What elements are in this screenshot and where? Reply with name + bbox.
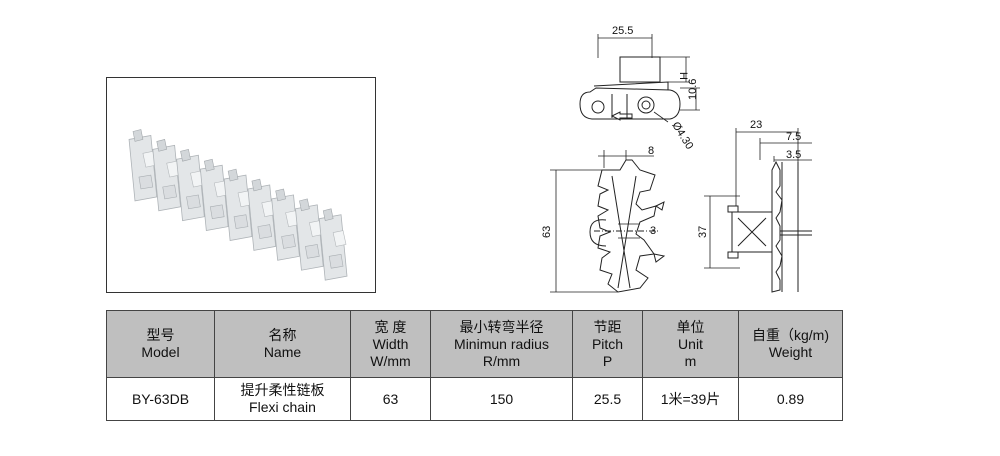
chain-link [318, 208, 348, 281]
header-name: 名称 Name [214, 310, 351, 378]
header-model: 型号 Model [106, 310, 215, 378]
cell-model: BY-63DB [106, 377, 215, 421]
dim-height-h: H [677, 72, 689, 80]
cell-unit: 1米=39片 [642, 377, 739, 421]
side-view-dimensions [704, 128, 812, 269]
chain-link [176, 148, 205, 222]
chain-link [271, 188, 300, 261]
dim-side-3-5: 3.5 [786, 149, 801, 161]
dim-height-10-6: 10.6 [687, 79, 699, 100]
cell-pitch: 25.5 [572, 377, 643, 421]
header-pitch: 节距 Pitch P [572, 310, 643, 378]
dim-side-7-5: 7.5 [786, 131, 801, 143]
cell-name: 提升柔性链板 Flexi chain [214, 377, 351, 421]
dim-top-width: 25.5 [612, 25, 633, 37]
chain-link [128, 129, 158, 202]
front-view-dimensions [550, 150, 654, 293]
dim-side-23: 23 [750, 119, 762, 131]
chain-link [199, 158, 229, 232]
header-radius: 最小转弯半径 Minimun radius R/mm [430, 310, 573, 378]
drawing-labels: 25.5 H 10.6 Ø4.30 8 63 3 23 7.5 3.5 37 [541, 25, 801, 238]
side-view-chain [727, 160, 812, 293]
top-view-link [579, 56, 681, 121]
cell-radius: 150 [430, 377, 573, 421]
chain-photo [128, 129, 348, 281]
spec-table: 型号 Model 名称 Name 宽 度 Width W/mm 最小转弯半径 M… [106, 310, 843, 421]
chain-link [152, 139, 181, 212]
chain-link [223, 168, 253, 241]
product-photo-frame [106, 77, 376, 293]
chain-link [295, 198, 324, 271]
table-header-row: 型号 Model 名称 Name 宽 度 Width W/mm 最小转弯半径 M… [106, 310, 843, 378]
chain-link [247, 178, 277, 251]
table-row: BY-63DB 提升柔性链板 Flexi chain 63 150 25.5 1… [106, 377, 843, 421]
dim-gap-3: 3 [650, 225, 656, 237]
header-unit: 单位 Unit m [642, 310, 739, 378]
dim-width-63: 63 [541, 226, 553, 238]
cell-weight: 0.89 [738, 377, 843, 421]
dim-hole-dia: Ø4.30 [669, 120, 695, 152]
dim-side-37: 37 [697, 226, 709, 238]
cell-width: 63 [350, 377, 431, 421]
top-view-dimensions [597, 34, 700, 123]
header-width: 宽 度 Width W/mm [350, 310, 431, 378]
header-weight: 自重（kg/m) Weight [738, 310, 843, 378]
dim-tooth: 8 [648, 145, 654, 157]
front-view-chain [589, 159, 666, 293]
